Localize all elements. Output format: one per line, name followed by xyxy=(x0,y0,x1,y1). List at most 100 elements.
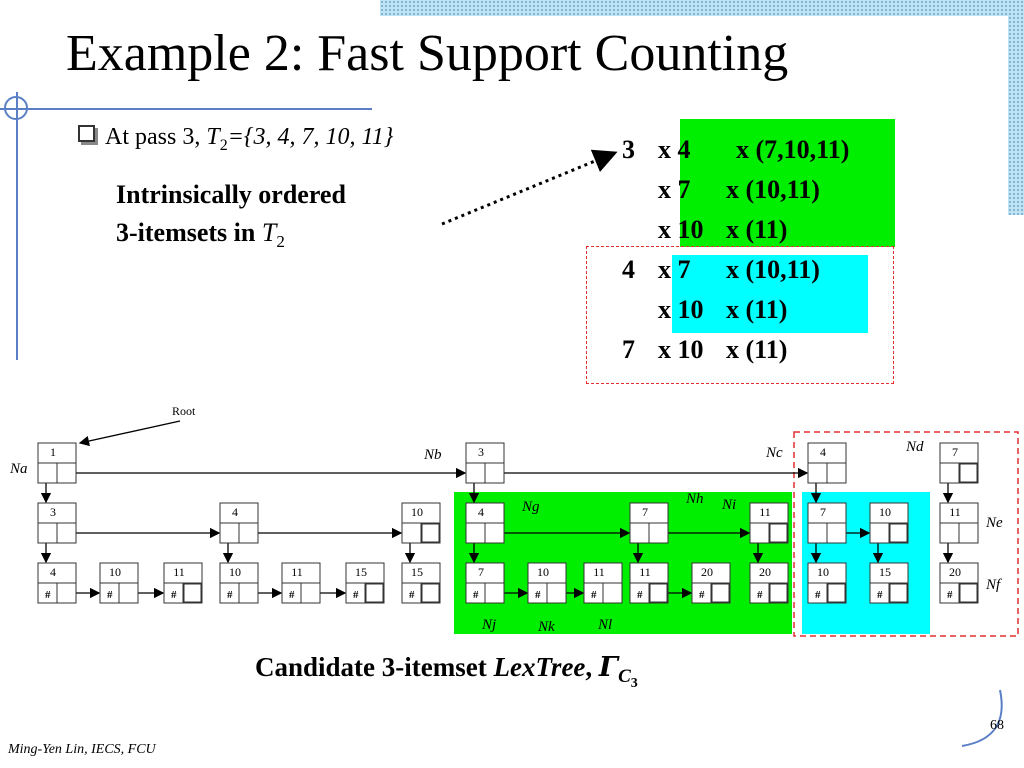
caption-gamma: Γ xyxy=(598,652,619,683)
tree-node: 11 # xyxy=(583,562,623,604)
description: Intrinsically ordered 3-itemsets in T2 xyxy=(116,176,346,261)
tree-node: 4 xyxy=(807,442,847,484)
tree-node: 7 xyxy=(939,442,979,484)
hash-mark: # xyxy=(473,589,479,601)
tree-node: 10# xyxy=(807,562,847,604)
tree-node-label: 1 xyxy=(50,445,56,459)
tree-node-label: 7 xyxy=(820,505,826,519)
top-decorative-banner xyxy=(380,0,1024,16)
green-node-region xyxy=(454,492,792,634)
tree-node-label: 11 xyxy=(759,505,771,519)
node-name-label: Nh xyxy=(685,491,704,507)
hash-mark: # xyxy=(171,589,177,601)
description-line-1: Intrinsically ordered xyxy=(116,180,346,209)
node-name-label: Nd xyxy=(905,439,924,455)
node-name-label: Ni xyxy=(721,497,736,513)
tree-node-label: 15 xyxy=(355,565,367,579)
tree-node: 15# xyxy=(869,562,909,604)
caption-prefix: Candidate 3-itemset xyxy=(255,652,494,682)
brick-end-marker xyxy=(365,583,384,603)
tree-node: 10 # xyxy=(99,562,139,604)
tree-node: 20# xyxy=(691,562,731,604)
tree-node-label: 10 xyxy=(537,565,549,579)
tree-node: 10 xyxy=(869,502,909,544)
cyan-highlight-4-group xyxy=(672,255,868,333)
brick-end-marker xyxy=(827,583,846,603)
lextree-diagram: Root 134#10#11#410#11#15#1015#347#10#11#… xyxy=(9,404,1019,637)
red-dashed-node-frame xyxy=(793,431,1019,637)
description-var: T xyxy=(261,218,277,247)
tree-node: 4 xyxy=(465,502,505,544)
hash-mark: # xyxy=(289,589,295,601)
right-decorative-banner xyxy=(1008,0,1024,215)
tree-node-label: 7 xyxy=(642,505,648,519)
tree-node-label: 15 xyxy=(879,565,891,579)
caption-comma: , xyxy=(585,652,599,682)
tree-node: 15 # xyxy=(345,562,385,604)
tree-node: 10# xyxy=(219,562,259,604)
brick-end-marker xyxy=(959,583,978,603)
page-number: 68 xyxy=(990,718,1004,733)
tree-node-label: 11 xyxy=(593,565,605,579)
slide-title: Example 2: Fast Support Counting xyxy=(66,25,789,82)
node-name-label: Nf xyxy=(985,577,1002,593)
hash-mark: # xyxy=(591,589,597,601)
tree-node-label: 7 xyxy=(478,565,484,579)
tree-node-label: 20 xyxy=(759,565,771,579)
tree-node-label: 4 xyxy=(50,565,56,579)
tree-node: 7# xyxy=(465,562,505,604)
tree-node-label: 10 xyxy=(411,505,423,519)
brick-end-marker xyxy=(769,583,788,603)
checkbox-bullet-icon xyxy=(78,125,95,142)
hash-mark: # xyxy=(535,589,541,601)
dotted-arrow xyxy=(441,149,618,226)
hash-mark: # xyxy=(947,589,953,601)
node-name-label: Na xyxy=(9,461,28,477)
root-arrow xyxy=(78,420,181,447)
brick-end-marker xyxy=(421,583,440,603)
tree-node-label: 10 xyxy=(879,505,891,519)
brick-end-marker xyxy=(959,463,978,483)
tree-node: 4# xyxy=(37,562,77,604)
crosshair-horizontal-line xyxy=(0,108,372,110)
node-name-label: Nc xyxy=(765,445,783,461)
brick-end-marker xyxy=(649,583,668,603)
tree-node-label: 3 xyxy=(478,445,484,459)
node-name-label: Nk xyxy=(537,619,555,635)
description-line-2: 3-itemsets in T2 xyxy=(116,214,346,261)
tree-node: 20# xyxy=(939,562,979,604)
description-line-2-prefix: 3-itemsets in xyxy=(116,218,262,247)
footer-credit: Ming-Yen Lin, IECS, FCU xyxy=(8,742,156,757)
hash-mark: # xyxy=(757,589,763,601)
brick-end-marker xyxy=(889,523,908,543)
hash-mark: # xyxy=(815,589,821,601)
tree-node-label: 15 xyxy=(411,565,423,579)
tree-node: 10 xyxy=(401,502,441,544)
tree-node-label: 4 xyxy=(232,505,238,519)
tree-node: 11 xyxy=(939,502,979,544)
tree-node-label: 10 xyxy=(109,565,121,579)
tree-node: 11# xyxy=(163,562,203,604)
tree-node-label: 11 xyxy=(291,565,303,579)
tree-node-label: 3 xyxy=(50,505,56,519)
tree-node: 15# xyxy=(401,562,441,604)
tree-node: 11 xyxy=(749,502,789,544)
tree-node: 3 xyxy=(465,442,505,484)
tree-node-label: 11 xyxy=(949,505,961,519)
hash-mark: # xyxy=(227,589,233,601)
brick-end-marker xyxy=(889,583,908,603)
tree-node: 3 xyxy=(37,502,77,544)
tree-node: 10 # xyxy=(527,562,567,604)
brick-end-marker xyxy=(183,583,202,603)
tree-node: 11# xyxy=(629,562,669,604)
node-name-label: Nl xyxy=(597,617,612,633)
caption-italic: LexTree xyxy=(493,652,586,682)
tree-node: 7 xyxy=(807,502,847,544)
brick-end-marker xyxy=(769,523,788,543)
hash-mark: # xyxy=(107,589,113,601)
bullet-suffix: ={3, 4, 7, 10, 11} xyxy=(227,124,394,150)
hash-mark: # xyxy=(353,589,359,601)
tree-node-label: 11 xyxy=(639,565,651,579)
red-dashed-frame-itemsets xyxy=(586,246,894,384)
bullet-var: T xyxy=(206,124,220,150)
